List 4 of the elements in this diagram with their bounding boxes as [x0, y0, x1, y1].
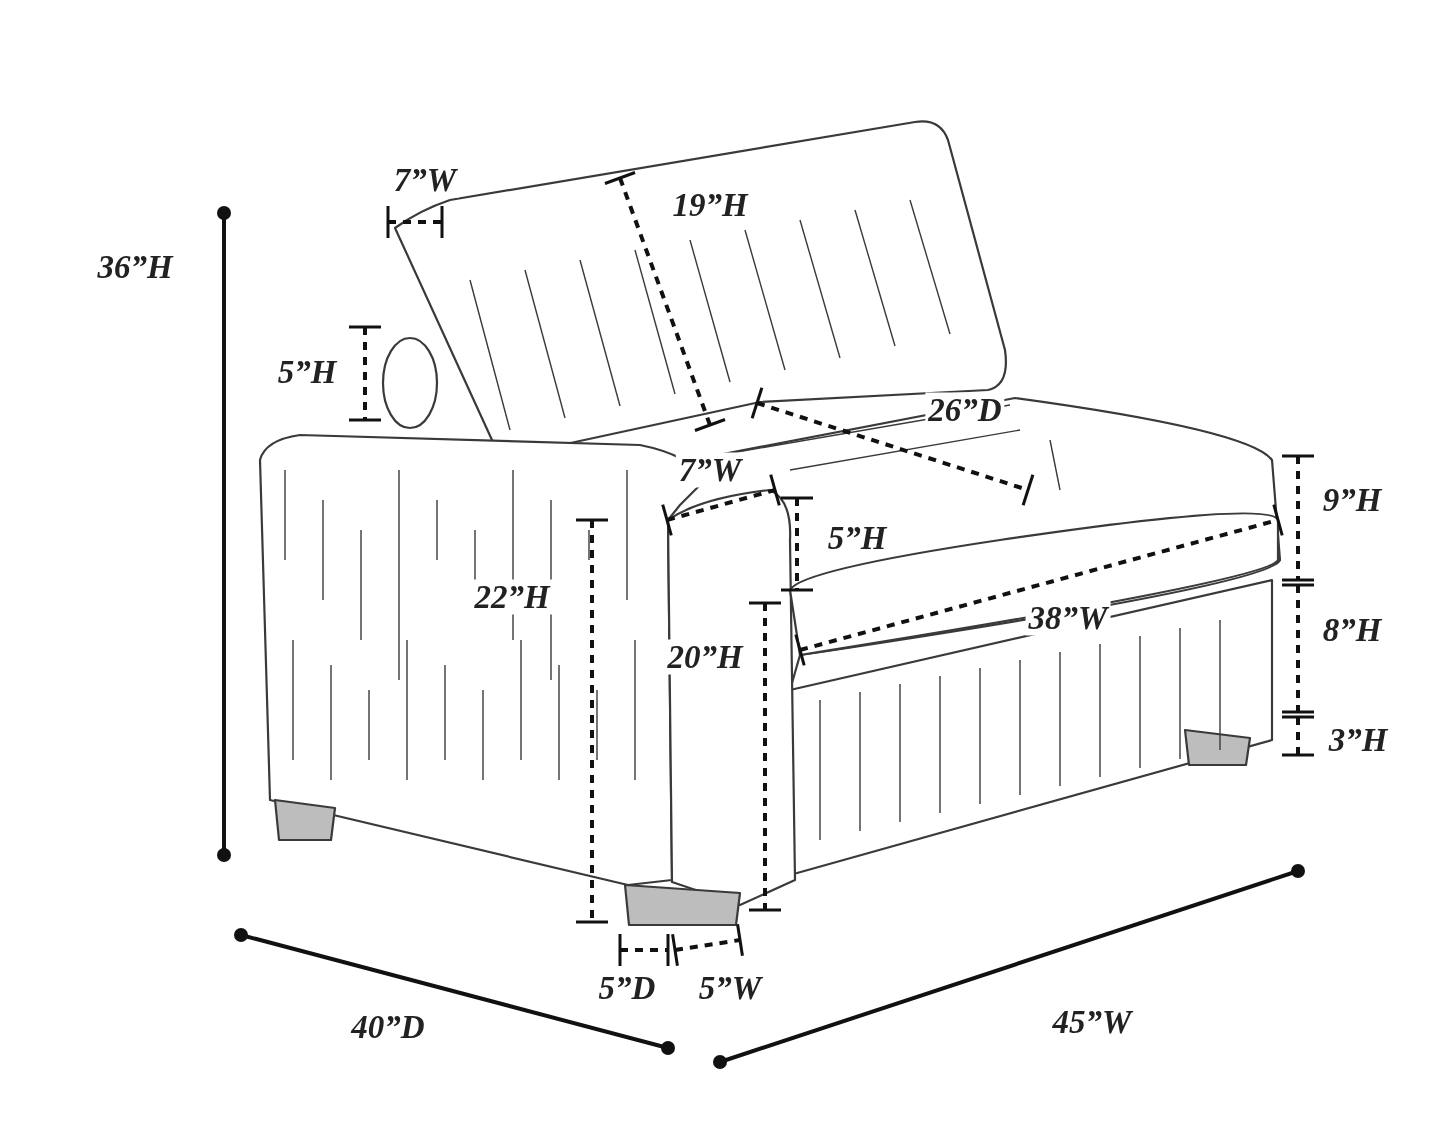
dimension-label: 22”H — [471, 579, 553, 615]
dimension-label: 38”W — [1025, 600, 1111, 636]
dimension-label: 20”H — [664, 639, 746, 675]
dimension-label: 7”W — [675, 452, 745, 488]
